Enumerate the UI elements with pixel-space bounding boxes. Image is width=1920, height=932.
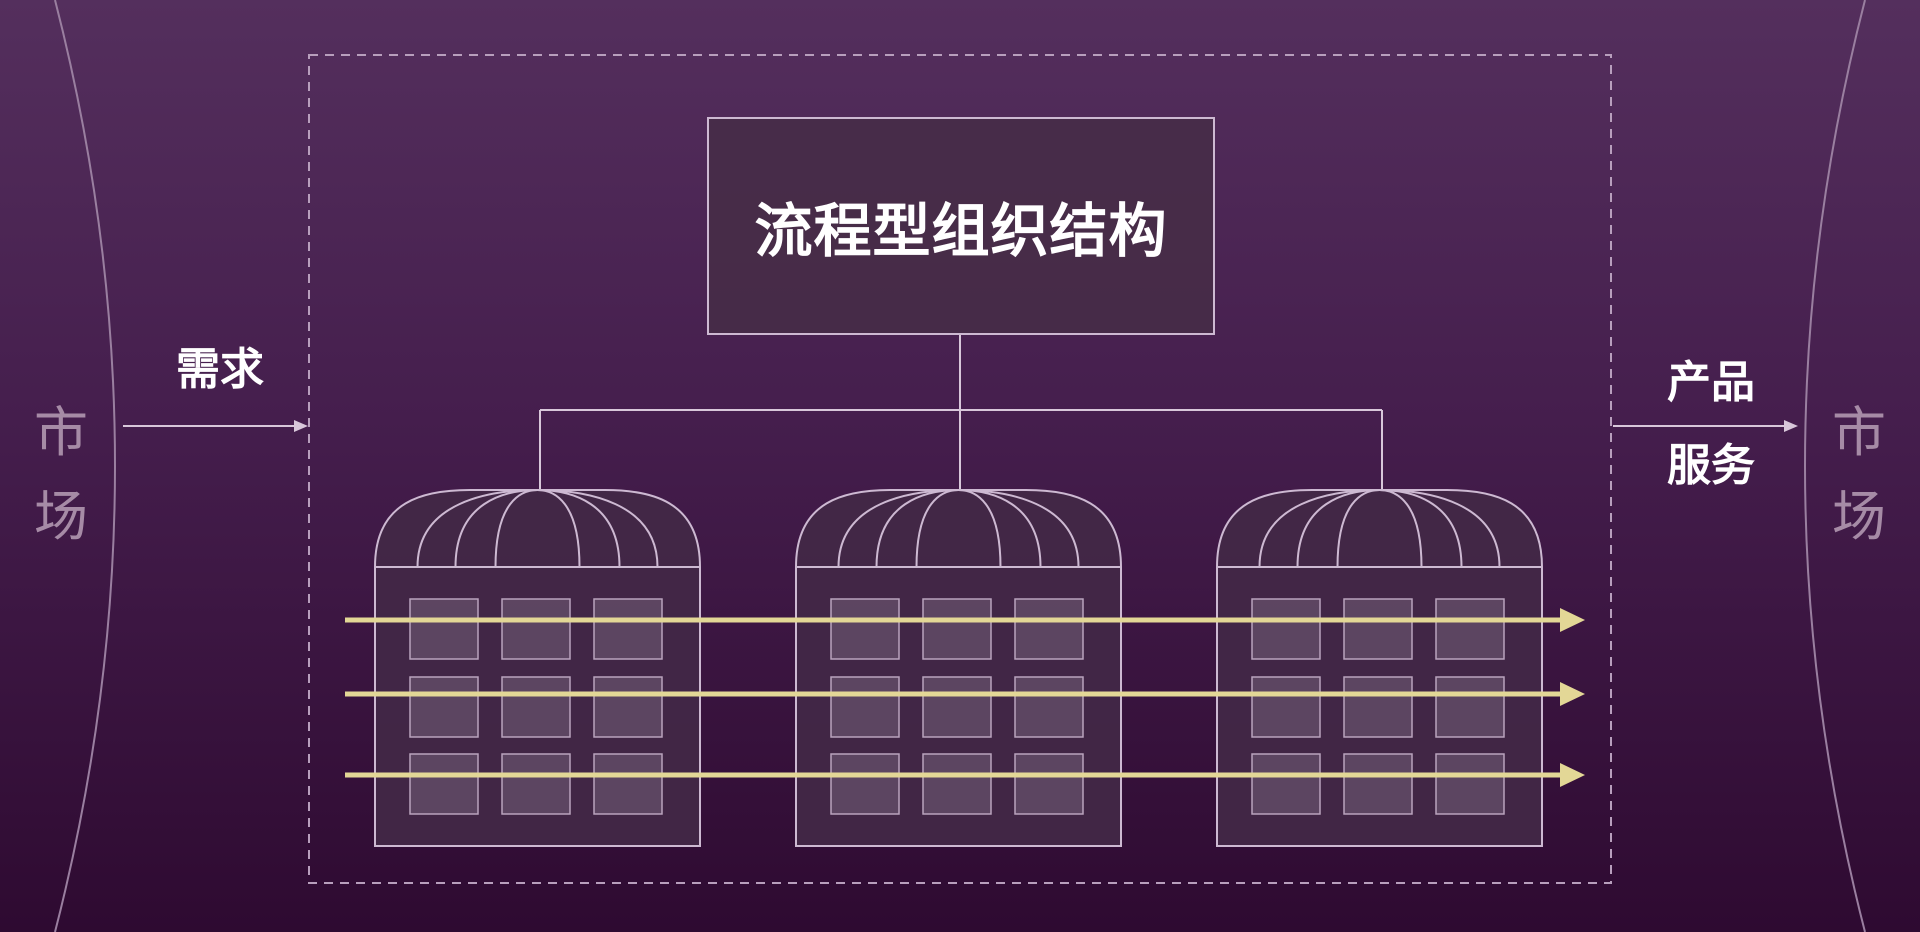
department-3-cell (1343, 598, 1413, 660)
service-label: 服务 (1667, 440, 1755, 491)
department-2-cell (922, 753, 992, 815)
department-1-cell (593, 753, 663, 815)
department-1-cell (593, 676, 663, 738)
department-2-cell (830, 676, 900, 738)
department-1-cell (501, 676, 571, 738)
department-2-cell (1014, 598, 1084, 660)
department-3-cell (1251, 676, 1321, 738)
department-3-dome-arc (1336, 488, 1423, 568)
left-market-label-1: 市 (34, 401, 88, 464)
hierarchy-connectors (539, 335, 1383, 490)
department-1-cell (501, 753, 571, 815)
diagram-title: 流程型组织结构 (754, 197, 1168, 265)
process-1-arrow (345, 608, 1585, 632)
right-market-label-1: 市 (1832, 401, 1886, 464)
department-2-cell (830, 598, 900, 660)
department-1 (374, 488, 701, 847)
demand-label: 需求 (176, 344, 264, 395)
department-2-cell (830, 753, 900, 815)
output-arrow (1613, 420, 1798, 432)
department-2 (795, 488, 1122, 847)
department-1-cell (593, 598, 663, 660)
department-2-dome-arc (915, 488, 1002, 568)
process-3-arrow (345, 763, 1585, 787)
department-3-cell (1251, 598, 1321, 660)
department-1-cell (409, 753, 479, 815)
department-3-cell (1435, 753, 1505, 815)
department-1-cell (409, 598, 479, 660)
department-3-cell (1435, 598, 1505, 660)
department-1-dome-arc (494, 488, 581, 568)
department-3 (1216, 488, 1543, 847)
left-market-curve (54, 0, 116, 932)
organization-boundary (308, 54, 1612, 884)
department-1-cell (501, 598, 571, 660)
department-2-cell (922, 676, 992, 738)
right-market-curve (1804, 0, 1866, 932)
department-3-cell (1343, 676, 1413, 738)
department-2-cell (1014, 753, 1084, 815)
title-box: 流程型组织结构 (707, 117, 1215, 335)
department-2-cell (1014, 676, 1084, 738)
department-2-cell (922, 598, 992, 660)
product-label: 产品 (1667, 357, 1755, 408)
department-3-cell (1435, 676, 1505, 738)
demand-arrow (123, 420, 308, 432)
department-3-cell (1251, 753, 1321, 815)
right-market-label-2: 场 (1832, 485, 1886, 548)
process-2-arrow (345, 682, 1585, 706)
department-1-cell (409, 676, 479, 738)
left-market-label-2: 场 (34, 485, 88, 548)
department-3-cell (1343, 753, 1413, 815)
